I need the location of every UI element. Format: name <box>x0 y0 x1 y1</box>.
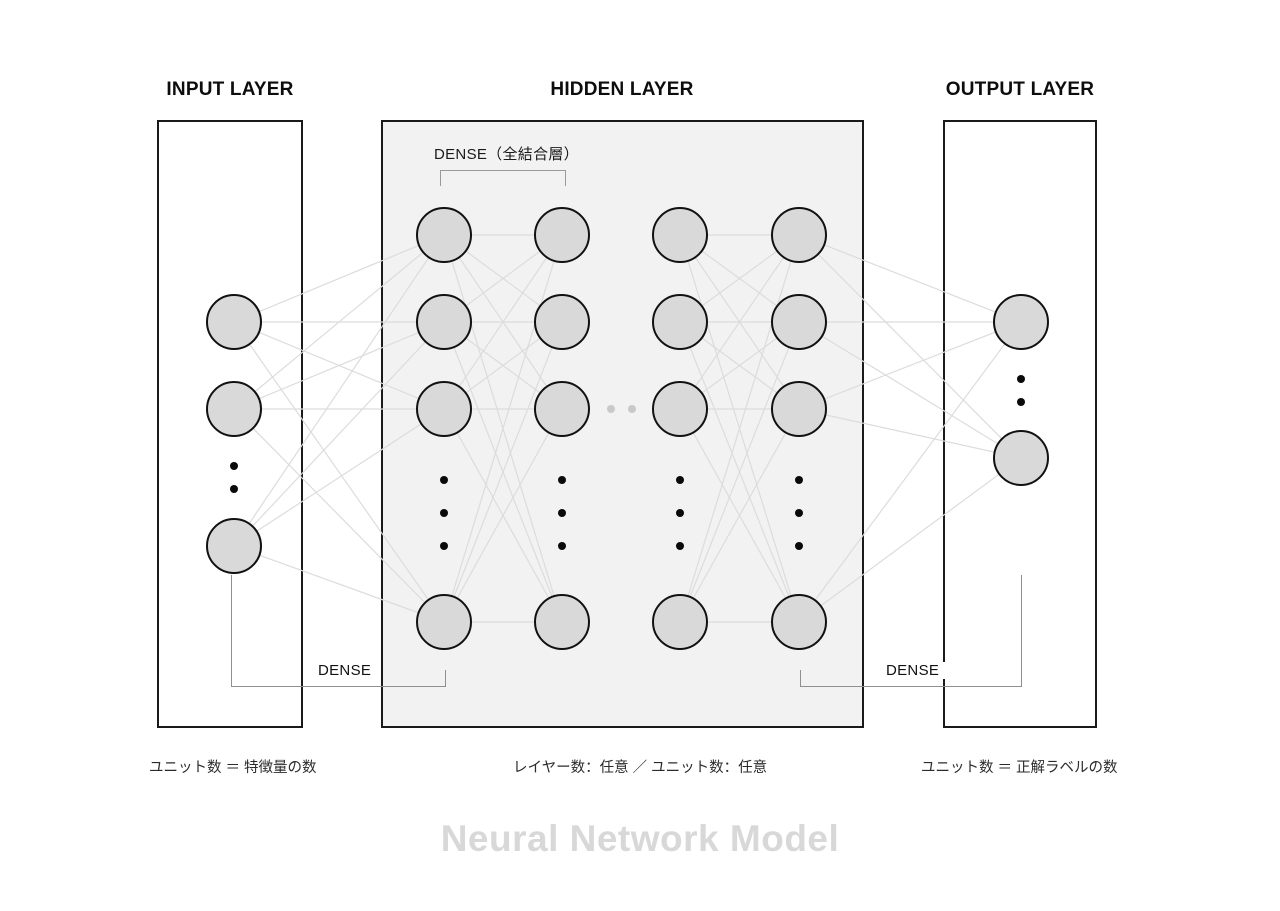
left-dense-label: DENSE <box>310 662 380 679</box>
hidden-ellipsis-dot <box>676 509 684 517</box>
hidden-node <box>652 294 708 350</box>
hidden-node <box>534 207 590 263</box>
hidden-node <box>534 381 590 437</box>
hidden-ellipsis-dot <box>558 509 566 517</box>
input-node <box>206 381 262 437</box>
dense-bracket <box>440 170 566 186</box>
input-node <box>206 518 262 574</box>
hidden-column-ellipsis-dot <box>628 405 636 413</box>
right-dense-label: DENSE <box>878 662 948 679</box>
right-dense-connector-vertical-end <box>1021 575 1023 687</box>
left-dense-connector-vertical-end <box>445 670 447 687</box>
hidden-node <box>771 294 827 350</box>
output-layer-panel <box>943 120 1097 728</box>
hidden-node <box>416 294 472 350</box>
right-dense-connector-vertical-start <box>800 670 802 687</box>
hidden-node <box>771 381 827 437</box>
hidden-ellipsis-dot <box>795 542 803 550</box>
hidden-ellipsis-dot <box>676 542 684 550</box>
hidden-ellipsis-dot <box>676 476 684 484</box>
hidden-node <box>534 294 590 350</box>
hidden-ellipsis-dot <box>440 509 448 517</box>
left-dense-connector-horizontal <box>231 686 446 688</box>
hidden-ellipsis-dot <box>558 542 566 550</box>
input-layer-caption: ユニット数 ＝ 特徴量の数 <box>149 760 317 776</box>
output-node <box>993 294 1049 350</box>
hidden-node <box>771 207 827 263</box>
input-node <box>206 294 262 350</box>
hidden-node <box>416 594 472 650</box>
hidden-layer-title: HIDDEN LAYER <box>550 79 694 100</box>
input-ellipsis-dot <box>230 462 238 470</box>
dense-fully-connected-label: DENSE（全結合層） <box>434 146 579 163</box>
hidden-ellipsis-dot <box>795 509 803 517</box>
hidden-node <box>652 381 708 437</box>
hidden-node <box>416 381 472 437</box>
hidden-layer-caption: レイヤー数：任意 ／ ユニット数：任意 <box>513 760 768 776</box>
output-layer-caption: ユニット数 ＝ 正解ラベルの数 <box>921 760 1118 776</box>
hidden-column-ellipsis-dot <box>607 405 615 413</box>
hidden-ellipsis-dot <box>440 542 448 550</box>
left-dense-connector-vertical-start <box>231 575 233 687</box>
hidden-ellipsis-dot <box>558 476 566 484</box>
hidden-node <box>771 594 827 650</box>
diagram-watermark-title: Neural Network Model <box>440 818 840 859</box>
hidden-node <box>416 207 472 263</box>
input-ellipsis-dot <box>230 485 238 493</box>
output-layer-title: OUTPUT LAYER <box>945 79 1095 100</box>
hidden-node <box>652 594 708 650</box>
input-layer-title: INPUT LAYER <box>166 79 294 100</box>
hidden-node <box>534 594 590 650</box>
hidden-ellipsis-dot <box>795 476 803 484</box>
hidden-node <box>652 207 708 263</box>
output-ellipsis-dot <box>1017 398 1025 406</box>
output-node <box>993 430 1049 486</box>
output-ellipsis-dot <box>1017 375 1025 383</box>
right-dense-connector-horizontal <box>800 686 1022 688</box>
hidden-ellipsis-dot <box>440 476 448 484</box>
